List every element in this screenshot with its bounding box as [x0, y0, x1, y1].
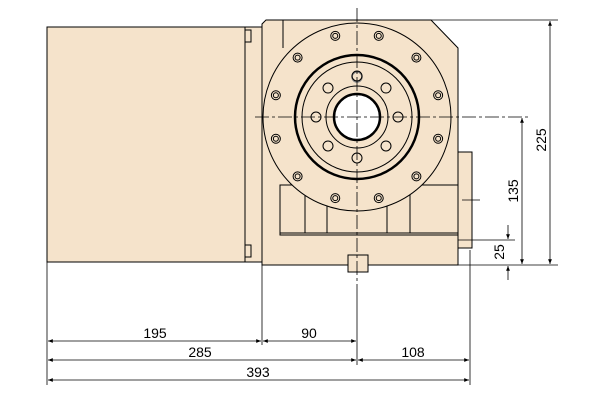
bolt-hole-inner [272, 135, 279, 142]
bolt-hole-inner [332, 195, 339, 202]
bolt-hole-icon [411, 52, 422, 63]
bolt-hole-inner [294, 54, 301, 61]
bolt-hole-inner [272, 92, 279, 99]
dim-195: 195 [143, 325, 167, 341]
bolt-hole-inner [413, 54, 420, 61]
bolt-hole-inner [294, 173, 301, 180]
bolt-hole-icon [330, 30, 341, 41]
bolt-hole-icon [292, 171, 303, 182]
bolt-hole-icon [433, 133, 444, 144]
bolt-hole-inner [435, 135, 442, 142]
dim-108: 108 [401, 344, 425, 360]
bolt-hole-icon [411, 171, 422, 182]
motor-body [46, 26, 246, 263]
inner-bolt-hole-icon [380, 82, 392, 94]
inner-bolt-hole-icon [380, 140, 392, 152]
dim-393: 393 [246, 364, 270, 380]
bolt-hole-inner [413, 173, 420, 180]
bolt-hole-inner [375, 195, 382, 202]
bolt-hole-icon [292, 52, 303, 63]
dim-90: 90 [301, 325, 317, 341]
bolt-hole-icon [270, 133, 281, 144]
dim-25: 25 [491, 244, 507, 260]
dim-285: 285 [188, 344, 212, 360]
bolt-hole-icon [373, 30, 384, 41]
bolt-hole-icon [270, 90, 281, 101]
bolt-hole-inner [435, 92, 442, 99]
bolt-hole-icon [373, 193, 384, 204]
dim-225: 225 [533, 128, 549, 152]
key [347, 254, 369, 273]
bolt-hole-icon [330, 193, 341, 204]
bolt-hole-icon [433, 90, 444, 101]
inner-bolt-hole-icon [322, 82, 334, 94]
bolt-hole-inner [332, 32, 339, 39]
bolt-hole-inner [375, 32, 382, 39]
dim-135: 135 [505, 179, 521, 203]
motor-flange [244, 26, 263, 263]
inner-bolt-hole-icon [322, 140, 334, 152]
